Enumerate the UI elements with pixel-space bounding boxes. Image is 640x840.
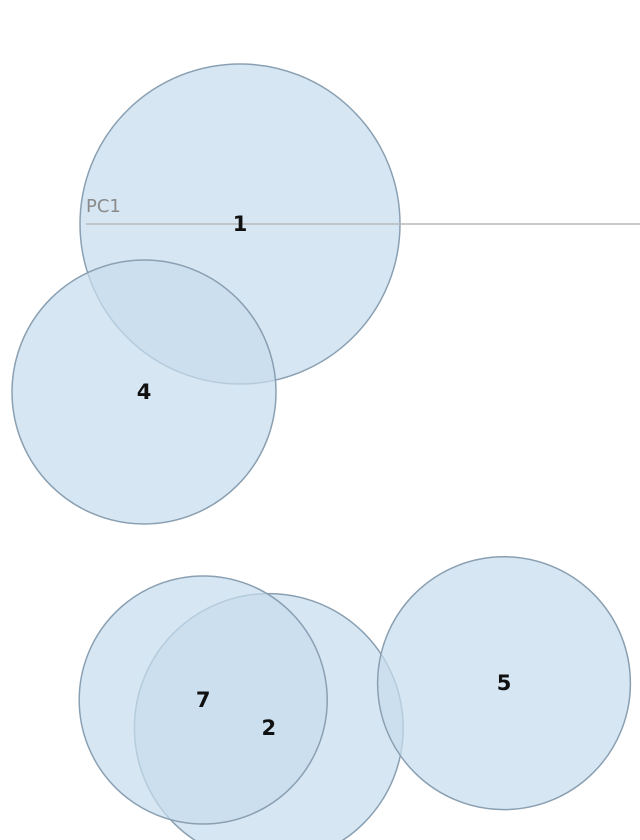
axes: PC1 — [86, 196, 640, 225]
topic-circles — [11, 63, 632, 840]
topic-label-1: 1 — [233, 212, 248, 236]
topic-labels: 1 2 4 5 7 — [137, 212, 512, 740]
pc1-axis-label: PC1 — [86, 196, 121, 217]
topic-label-4: 4 — [137, 380, 152, 404]
topic-label-7: 7 — [196, 688, 211, 712]
topic-label-2: 2 — [261, 716, 276, 740]
topic-circle-5[interactable] — [376, 556, 632, 811]
topic-circle-7[interactable] — [78, 575, 328, 825]
topic-label-5: 5 — [497, 671, 512, 695]
topic-circle-4[interactable] — [11, 259, 277, 525]
